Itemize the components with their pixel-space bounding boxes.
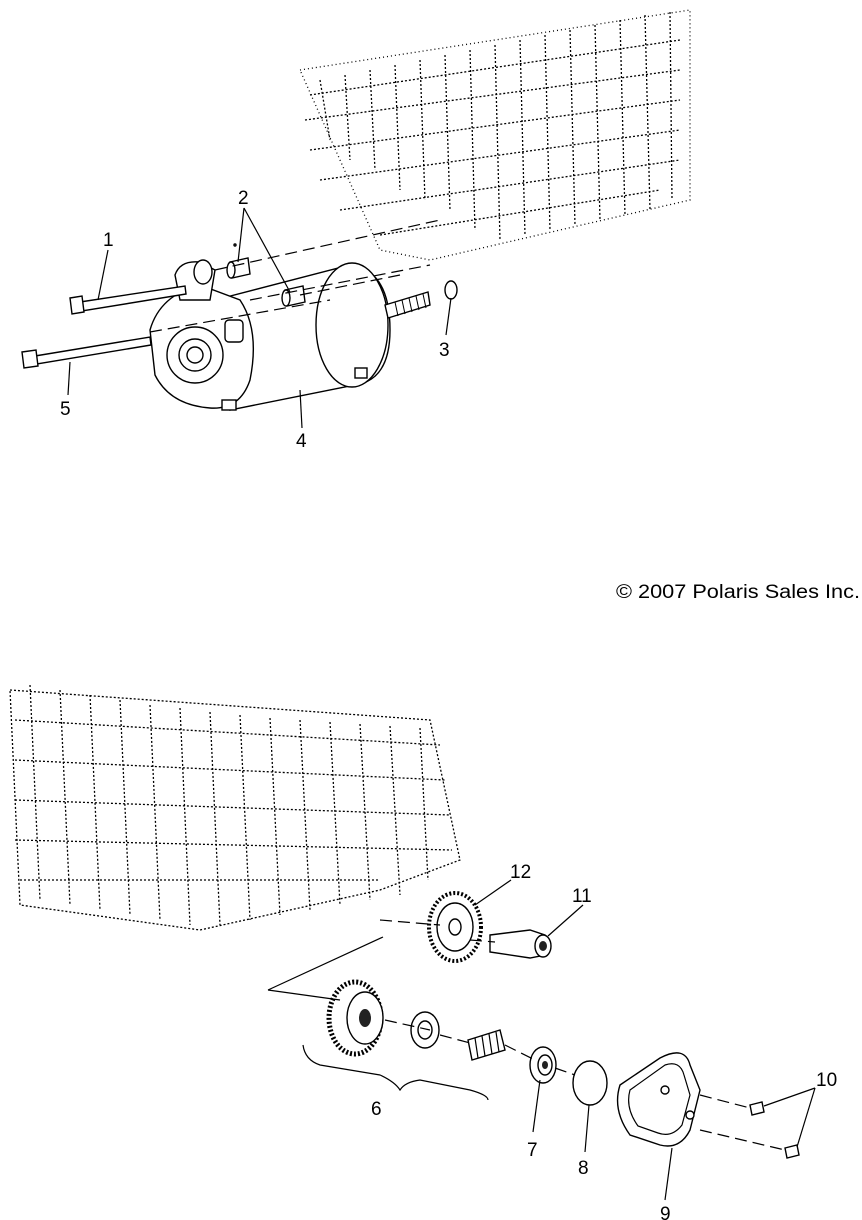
bolt-1 [69,285,187,315]
callout-4: 4 [296,431,307,452]
idler-gear-12 [427,891,483,963]
bolt-5 [21,336,152,369]
callout-11: 11 [572,886,592,907]
engine-case-bottom [9,684,461,931]
screws-10 [749,1101,800,1159]
alignment-lines-top [149,219,441,333]
callout-2: 2 [238,188,249,209]
callout-1: 1 [103,230,114,251]
starter-motor [149,243,431,411]
o-ring [444,280,458,300]
leader-lines-bottom [302,879,816,1201]
callout-7: 7 [527,1140,538,1161]
callout-6: 6 [371,1099,382,1120]
alignment-lines-bottom [267,919,786,1151]
dowel-pins [226,257,306,307]
starter-drive-6 [326,979,506,1061]
callout-5: 5 [60,399,71,420]
callout-8: 8 [578,1158,589,1179]
callout-12: 12 [510,862,531,883]
callout-10: 10 [816,1070,837,1091]
shaft-11 [489,929,552,959]
engine-case-top [299,9,691,261]
callout-3: 3 [439,340,450,361]
cover-9 [616,1052,701,1147]
callout-9: 9 [660,1204,671,1220]
leader-lines-top [67,207,452,429]
bearing-7 [529,1046,557,1084]
gasket-8 [572,1060,608,1106]
copyright-text: © 2007 Polaris Sales Inc. [616,582,860,603]
